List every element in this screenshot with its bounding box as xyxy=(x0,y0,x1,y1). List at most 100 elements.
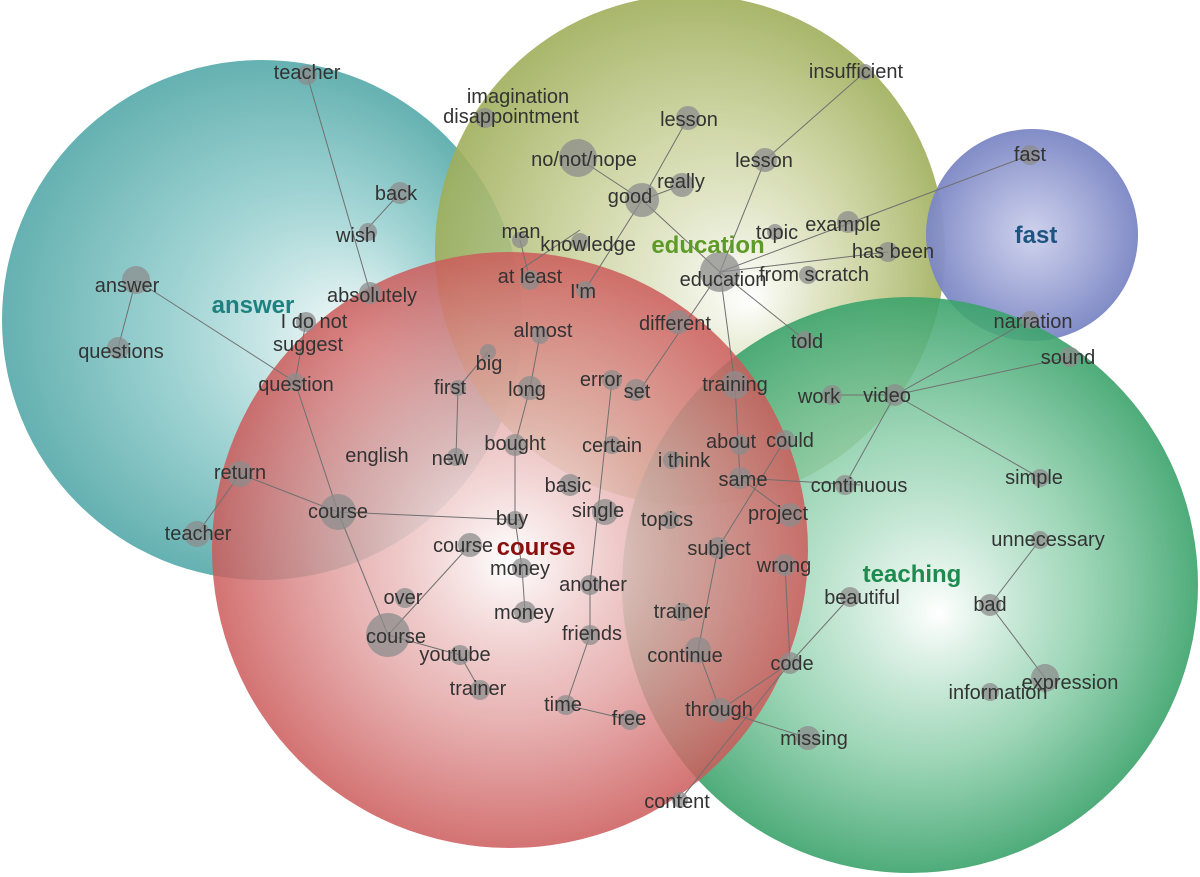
word-label: error xyxy=(580,369,623,391)
word-label: I'm xyxy=(570,281,596,303)
word-label: suggest xyxy=(273,334,343,356)
word-label: from scratch xyxy=(759,264,869,286)
edge xyxy=(584,199,643,291)
word-label: topic xyxy=(756,222,798,244)
word-label: long xyxy=(508,379,546,401)
node xyxy=(837,211,859,233)
word-label: course xyxy=(308,501,368,523)
node xyxy=(450,645,470,665)
word-label: content xyxy=(644,791,710,813)
node xyxy=(1020,145,1040,165)
node xyxy=(1060,347,1080,367)
word-label: new xyxy=(432,448,469,470)
word-label: information xyxy=(949,682,1048,704)
node xyxy=(559,474,581,496)
edge xyxy=(734,384,741,479)
cluster-label-answer: answer xyxy=(212,292,295,319)
node xyxy=(470,680,490,700)
word-label: friends xyxy=(562,623,622,645)
word-label: could xyxy=(766,430,814,452)
word-label: sound xyxy=(1041,347,1096,369)
node xyxy=(184,521,210,547)
word-label: over xyxy=(384,587,423,609)
edge xyxy=(455,387,459,458)
node xyxy=(514,601,536,623)
node xyxy=(512,558,532,578)
word-label: almost xyxy=(514,320,573,342)
node xyxy=(603,436,621,454)
word-label: set xyxy=(624,381,651,403)
word-label: imagination xyxy=(467,86,569,108)
word-label: subject xyxy=(687,538,751,560)
word-label: basic xyxy=(545,475,592,497)
edge xyxy=(717,439,786,549)
node xyxy=(708,698,732,722)
node xyxy=(753,148,777,172)
cluster-circle-fast xyxy=(926,129,1138,341)
word-label: no/not/nope xyxy=(531,149,637,171)
word-label: beautiful xyxy=(824,587,900,609)
word-label: training xyxy=(702,374,768,396)
node xyxy=(670,173,694,197)
word-label: knowledge xyxy=(540,234,636,256)
node xyxy=(359,223,377,241)
node xyxy=(625,379,647,401)
edge xyxy=(294,381,339,513)
edge xyxy=(989,539,1041,606)
word-label: lesson xyxy=(660,109,718,131)
word-label: course xyxy=(433,535,493,557)
word-label: buy xyxy=(496,508,528,530)
word-label: absolutely xyxy=(327,285,417,307)
word-label: i think xyxy=(658,450,711,472)
node xyxy=(504,434,526,456)
word-label: narration xyxy=(994,311,1073,333)
node xyxy=(602,370,622,390)
node xyxy=(475,108,495,128)
edge xyxy=(337,511,389,636)
node xyxy=(730,435,750,455)
node xyxy=(576,281,594,299)
node xyxy=(227,461,253,487)
word-label: money xyxy=(490,558,550,580)
node xyxy=(625,183,659,217)
edge xyxy=(719,251,889,273)
node xyxy=(840,587,860,607)
node xyxy=(366,613,410,657)
node xyxy=(857,64,873,80)
word-label: trainer xyxy=(654,601,711,623)
node xyxy=(799,266,817,284)
word-label: free xyxy=(612,708,646,730)
node xyxy=(663,451,681,469)
edge xyxy=(894,394,1041,479)
node xyxy=(796,331,814,349)
cluster-label-teaching: teaching xyxy=(863,561,962,588)
word-label: I do not xyxy=(281,311,348,333)
node xyxy=(512,232,528,248)
node xyxy=(107,337,129,359)
word-label: disappointment xyxy=(443,106,579,128)
edge xyxy=(135,279,296,383)
edge xyxy=(989,604,1046,679)
cluster-labels: answer education fast teaching course xyxy=(212,222,1058,588)
edge xyxy=(844,394,896,486)
edge xyxy=(565,634,591,706)
edge xyxy=(719,662,791,711)
node xyxy=(480,344,496,360)
node xyxy=(661,511,679,529)
node xyxy=(559,139,597,177)
edge xyxy=(789,596,851,664)
word-label: wrong xyxy=(756,555,811,577)
word-label: has been xyxy=(852,241,934,263)
word-label: youtube xyxy=(419,644,490,666)
word-label: continuous xyxy=(811,475,908,497)
node xyxy=(580,575,600,595)
word-label: first xyxy=(434,377,467,399)
word-label: example xyxy=(805,214,881,236)
word-label: through xyxy=(685,699,753,721)
node xyxy=(122,266,150,294)
word-label: at least xyxy=(498,266,563,288)
edge xyxy=(306,74,371,293)
node xyxy=(672,792,688,808)
word-label: course xyxy=(366,626,426,648)
